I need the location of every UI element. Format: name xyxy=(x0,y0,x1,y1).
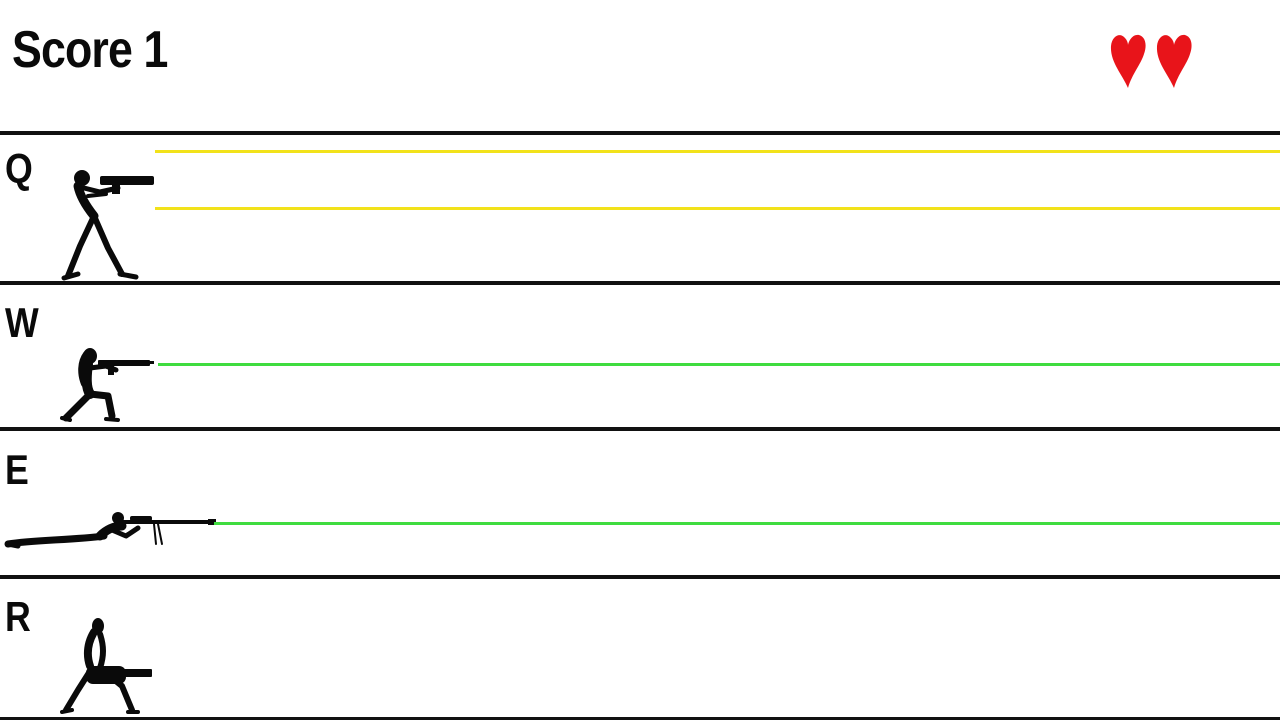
lane-divider xyxy=(0,427,1280,431)
lane-key-label: E xyxy=(5,446,29,493)
green-beam xyxy=(158,363,1280,366)
lane-key-label: W xyxy=(5,299,39,346)
lane-divider xyxy=(0,717,1280,720)
crouching-minigun-soldier-icon xyxy=(60,618,152,714)
green-beam xyxy=(214,522,1280,525)
standing-bazooka-soldier-icon xyxy=(61,170,154,281)
lives-indicator xyxy=(1104,30,1204,94)
heart-icon xyxy=(1110,34,1146,88)
lane-divider xyxy=(0,575,1280,579)
lane-key-label: Q xyxy=(5,145,33,192)
prone-sniper-soldier-icon xyxy=(4,512,216,549)
kneeling-rifle-soldier-icon xyxy=(60,348,154,422)
lane-key-label: R xyxy=(5,593,31,640)
lane-divider xyxy=(0,131,1280,135)
yellow-beam xyxy=(155,150,1280,153)
score-display: Score 1 xyxy=(12,21,168,79)
yellow-beam xyxy=(155,207,1280,210)
heart-icon xyxy=(1156,34,1192,88)
lane-divider xyxy=(0,281,1280,285)
